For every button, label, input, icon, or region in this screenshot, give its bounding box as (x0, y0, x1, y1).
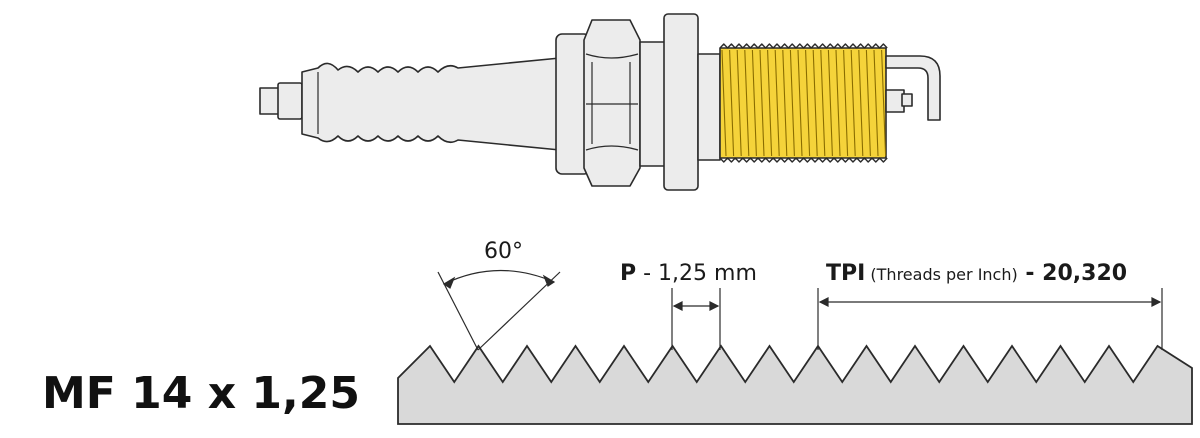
gasket (663, 13, 699, 191)
tpi-dimension (817, 288, 1163, 350)
tpi-full: (Threads per Inch) (865, 265, 1017, 284)
thread-profile (397, 344, 1193, 425)
pitch-value: - 1,25 mm (636, 261, 757, 286)
hex-nut (583, 19, 641, 187)
angle-label: 60° (484, 239, 523, 264)
thread-crest-top (719, 43, 888, 49)
pitch-letter: P (620, 261, 636, 286)
thread-crest-bottom (719, 157, 888, 163)
tpi-abbr: TPI (826, 261, 865, 286)
spark-plug (259, 13, 941, 191)
tpi-label: TPI (Threads per Inch) - 20,320 (826, 261, 1127, 286)
tpi-value: - 20,320 (1018, 261, 1127, 286)
pitch-label: P - 1,25 mm (620, 261, 757, 286)
terminal-nut (259, 87, 281, 115)
ground-electrode (885, 55, 941, 121)
terminal-stud (277, 82, 303, 120)
thread-designation: MF 14 x 1,25 (42, 368, 360, 419)
shell-flange (639, 41, 667, 167)
pitch-dimension (671, 288, 721, 350)
angle-indicator (437, 269, 561, 351)
insulator (301, 57, 561, 151)
